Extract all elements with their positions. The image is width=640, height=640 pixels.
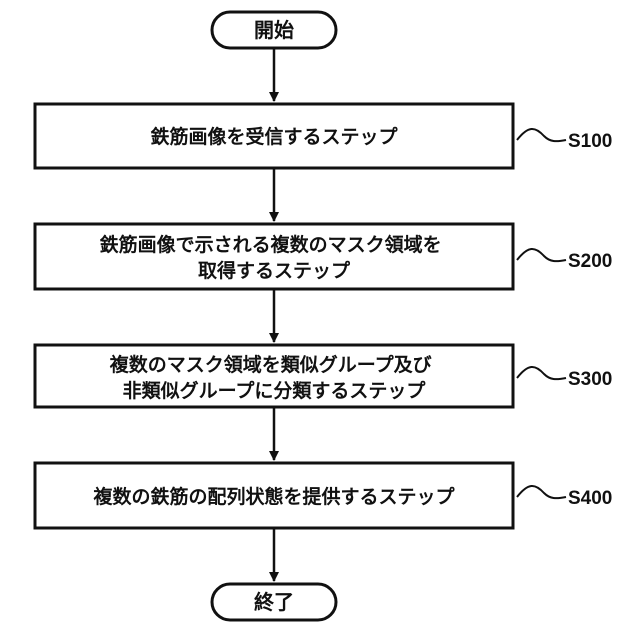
step-s100-text: 鉄筋画像を受信するステップ [150,125,398,148]
step-s100-leader [517,129,566,141]
step-s200-line-1: 鉄筋画像で示される複数のマスク領域を [100,233,442,256]
step-s400-ref: S400 [568,488,612,509]
step-s300: 複数のマスク領域を類似グループ及び 非類似グループに分類するステップ S300 [35,345,612,407]
step-s100: 鉄筋画像を受信するステップ S100 [35,104,612,168]
step-s100-ref: S100 [568,131,612,152]
end-terminal: 終了 [212,584,336,620]
step-s200-ref: S200 [568,251,612,272]
step-s300-line-2: 非類似グループに分類するステップ [123,379,427,402]
step-s400-leader [517,486,566,498]
step-s400-text: 複数の鉄筋の配列状態を提供するステップ [92,485,455,508]
step-s200-leader [517,249,566,261]
start-terminal: 開始 [212,12,336,48]
step-s400: 複数の鉄筋の配列状態を提供するステップ S400 [35,463,612,528]
end-label: 終了 [254,590,294,614]
step-s400-line-1: 複数の鉄筋の配列状態を提供するステップ [92,485,455,508]
step-s300-line-1: 複数のマスク領域を類似グループ及び [109,353,432,376]
step-s200: 鉄筋画像で示される複数のマスク領域を 取得するステップ S200 [35,224,612,289]
start-label: 開始 [254,18,294,42]
step-s300-leader [517,367,566,379]
step-s300-ref: S300 [568,369,612,390]
step-s100-line-1: 鉄筋画像を受信するステップ [150,125,398,148]
step-s200-line-2: 取得するステップ [198,259,351,282]
